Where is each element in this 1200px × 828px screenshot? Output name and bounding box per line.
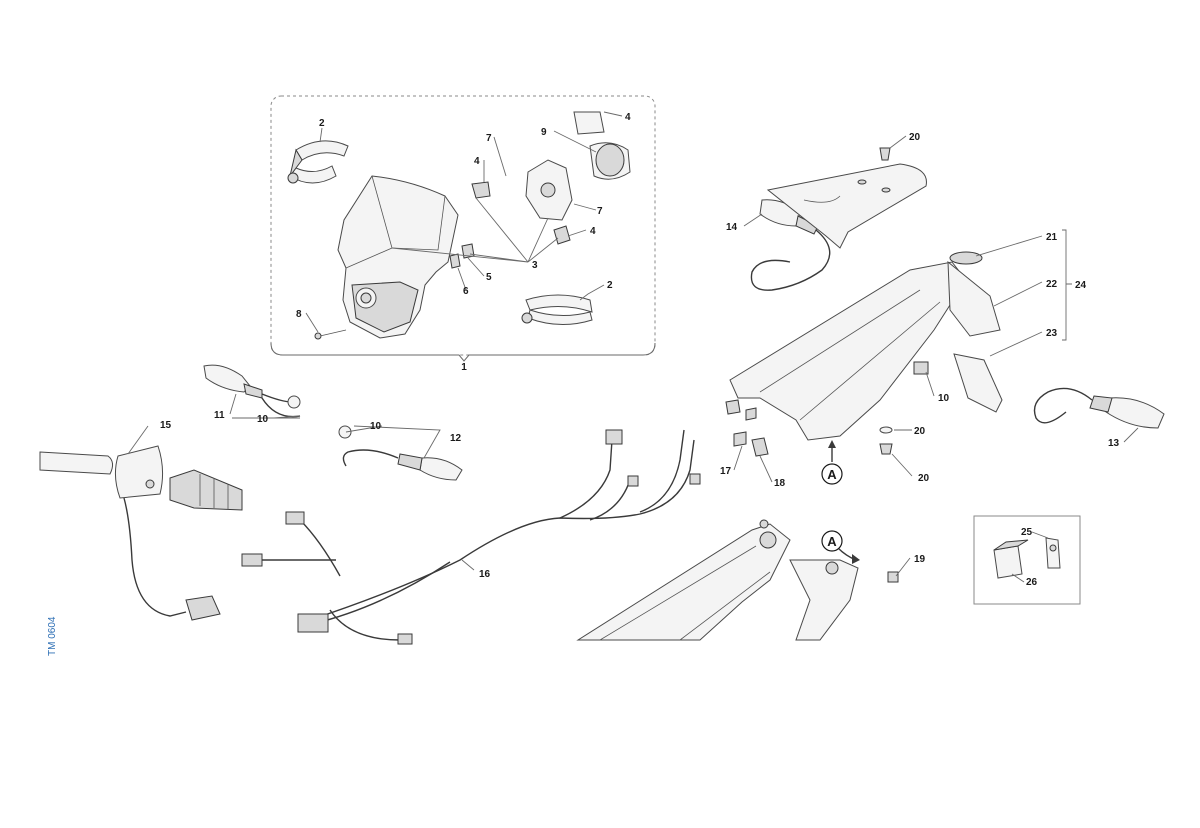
callout-4-top: 4 [625, 112, 631, 123]
ref-a-arrowhead-lower [852, 554, 860, 564]
ref-a-arrowhead-upper [828, 440, 836, 448]
ref-a-circle-lower [821, 530, 843, 552]
callout-15: 15 [160, 420, 172, 431]
drawing-code: TM 0604 [47, 616, 58, 656]
callout-7-right: 7 [597, 206, 603, 217]
relay-unit [993, 537, 1061, 579]
callout-4-left: 4 [474, 156, 480, 167]
rear-fasteners [725, 147, 899, 583]
rear-mudguard [766, 163, 927, 249]
callout-6: 6 [463, 286, 469, 297]
callout-21: 21 [1046, 232, 1058, 243]
callout-24-bracket: 24 [1075, 280, 1087, 291]
callout-2-upper-clamp: 2 [319, 118, 325, 129]
callout-20-top: 20 [909, 132, 921, 143]
callout-4-right: 4 [590, 226, 596, 237]
callout-20-middle: 20 [914, 426, 926, 437]
handlebar-switch [39, 445, 243, 621]
callout-22: 22 [1046, 279, 1058, 290]
callout-labels: 2 2 3 4 4 4 5 6 7 7 8 9 10 10 10 11 12 1… [160, 112, 1120, 588]
callout-23: 23 [1046, 328, 1058, 339]
callout-25: 25 [1021, 527, 1033, 538]
callout-19: 19 [914, 554, 926, 565]
leader-lines [127, 111, 1139, 583]
callout-14: 14 [726, 222, 738, 233]
callout-11: 11 [214, 410, 225, 421]
callout-7-top: 7 [486, 133, 492, 144]
relay-inset-box [973, 515, 1081, 605]
headlight-group-bracket [270, 342, 656, 362]
callout-3: 3 [532, 260, 538, 271]
wiring-harness [241, 429, 701, 645]
ref-a-circle-upper [821, 463, 843, 485]
headlight-group-box [270, 95, 656, 356]
callout-18: 18 [774, 478, 786, 489]
rear-frame-tail [729, 251, 1003, 441]
callout-8: 8 [296, 309, 302, 320]
callout-10-front-left: 10 [257, 414, 269, 425]
fork-clamp-lower [521, 294, 593, 326]
callout-9: 9 [541, 127, 547, 138]
callout-26: 26 [1026, 577, 1038, 588]
callout-17: 17 [720, 466, 732, 477]
callout-10-front-right: 10 [370, 421, 382, 432]
rear-right-indicator [1033, 387, 1165, 429]
headlight-mask [337, 175, 459, 339]
callout-13: 13 [1108, 438, 1120, 449]
callout-1-group: 1 [461, 362, 467, 373]
fork-clamp-upper [287, 140, 349, 184]
callout-20-bottom: 20 [918, 473, 930, 484]
callout-10-rear: 10 [938, 393, 950, 404]
front-left-indicator [203, 364, 301, 418]
callout-5: 5 [486, 272, 492, 283]
ref-a-label-upper: A [827, 467, 837, 482]
ref-a-label-lower: A [827, 534, 837, 549]
front-right-indicator [338, 425, 463, 481]
callout-12: 12 [450, 433, 462, 444]
callout-16: 16 [479, 569, 491, 580]
callout-2-lower-clamp: 2 [607, 280, 613, 291]
main-frame [576, 519, 859, 641]
